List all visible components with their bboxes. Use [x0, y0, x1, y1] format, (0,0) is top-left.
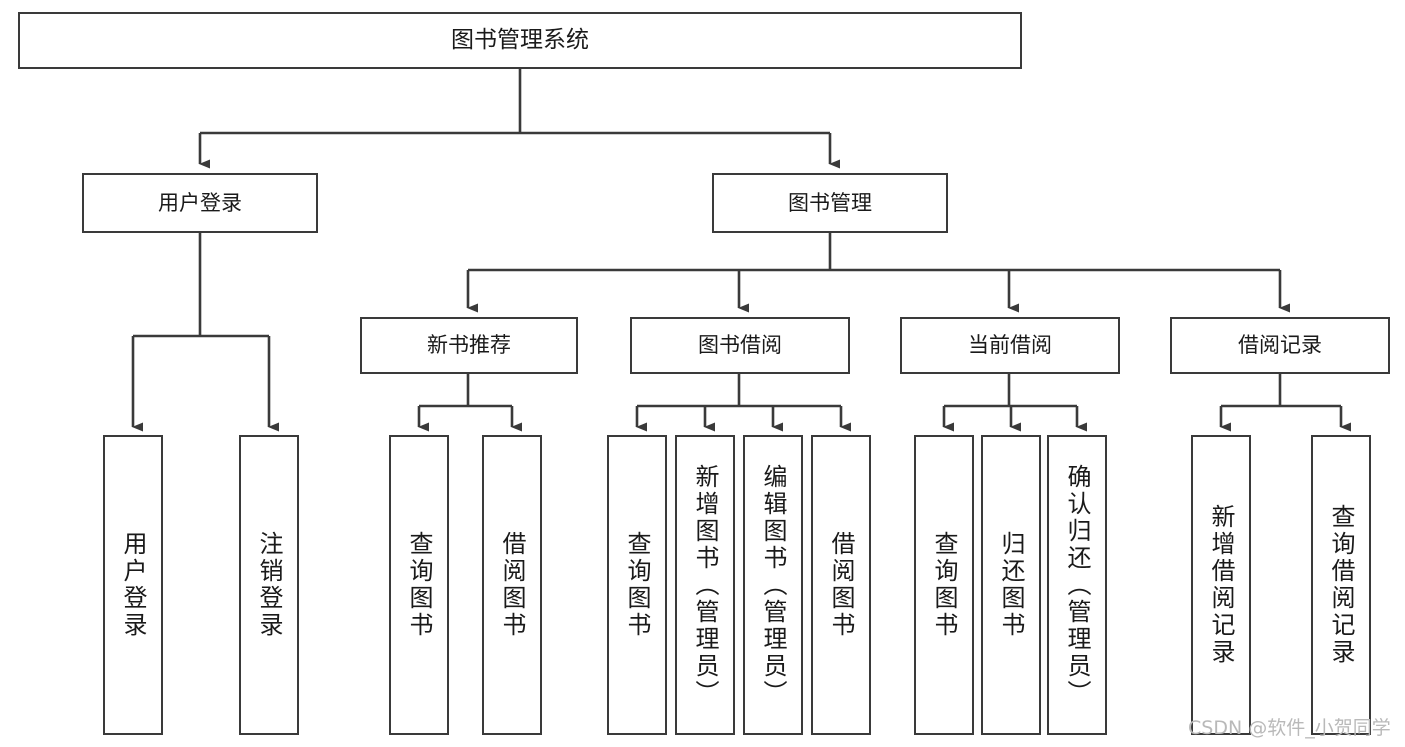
node-label: 借阅图书: [498, 531, 526, 639]
leaf-query-book-recommend[interactable]: 查询图书: [389, 435, 449, 735]
node-label: 新增图书（管理员）: [691, 463, 719, 707]
leaf-return-book[interactable]: 归还图书: [981, 435, 1041, 735]
node-new-book-recommend[interactable]: 新书推荐: [360, 317, 578, 374]
node-label: 编辑图书（管理员）: [759, 463, 787, 707]
node-label: 归还图书: [997, 531, 1025, 639]
node-borrow-record[interactable]: 借阅记录: [1170, 317, 1390, 374]
node-label: 查询图书: [405, 531, 433, 639]
leaf-confirm-return-admin[interactable]: 确认归还（管理员）: [1047, 435, 1107, 735]
node-label: 图书管理系统: [451, 27, 589, 54]
leaf-edit-book-admin[interactable]: 编辑图书（管理员）: [743, 435, 803, 735]
node-label: 注销登录: [255, 531, 283, 639]
node-label: 确认归还（管理员）: [1063, 463, 1091, 707]
node-label: 图书管理: [788, 190, 872, 215]
leaf-logout[interactable]: 注销登录: [239, 435, 299, 735]
node-label: 查询借阅记录: [1327, 504, 1355, 666]
node-label: 查询图书: [623, 531, 651, 639]
leaf-query-book-borrow[interactable]: 查询图书: [607, 435, 667, 735]
node-label: 借阅记录: [1238, 333, 1322, 358]
leaf-add-borrow-record[interactable]: 新增借阅记录: [1191, 435, 1251, 735]
leaf-borrow-book-recommend[interactable]: 借阅图书: [482, 435, 542, 735]
node-label: 当前借阅: [968, 333, 1052, 358]
node-label: 图书借阅: [698, 333, 782, 358]
node-label: 用户登录: [158, 190, 242, 215]
leaf-add-book-admin[interactable]: 新增图书（管理员）: [675, 435, 735, 735]
leaf-query-book-current[interactable]: 查询图书: [914, 435, 974, 735]
leaf-query-borrow-record[interactable]: 查询借阅记录: [1311, 435, 1371, 735]
node-label: 借阅图书: [827, 531, 855, 639]
node-current-borrow[interactable]: 当前借阅: [900, 317, 1120, 374]
node-user-login[interactable]: 用户登录: [82, 173, 318, 233]
node-book-borrow[interactable]: 图书借阅: [630, 317, 850, 374]
leaf-borrow-book[interactable]: 借阅图书: [811, 435, 871, 735]
node-book-management[interactable]: 图书管理: [712, 173, 948, 233]
leaf-user-login[interactable]: 用户登录: [103, 435, 163, 735]
node-root-system[interactable]: 图书管理系统: [18, 12, 1022, 69]
node-label: 查询图书: [930, 531, 958, 639]
node-label: 用户登录: [119, 531, 147, 639]
node-label: 新书推荐: [427, 333, 511, 358]
csdn-watermark: CSDN @软件_小贺同学: [1188, 717, 1391, 739]
node-label: 新增借阅记录: [1207, 504, 1235, 666]
